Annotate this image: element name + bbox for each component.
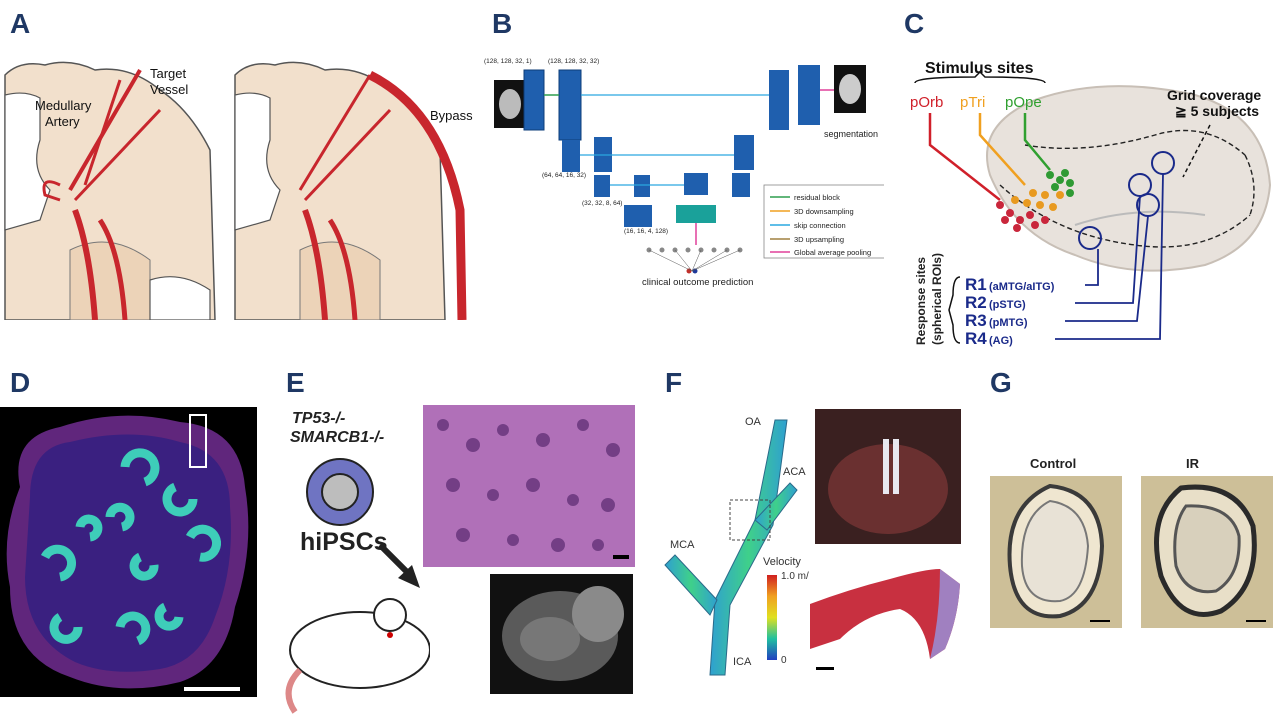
scale-bar	[184, 687, 240, 691]
roi-r3-id: R3	[965, 311, 987, 330]
ir-label: IR	[1186, 456, 1199, 471]
shape-level4: (16, 16, 4, 128)	[624, 228, 668, 235]
response-sites-label-2: (spherical ROIs)	[930, 253, 944, 345]
velocity-min: 0	[781, 655, 787, 666]
inset-box	[189, 414, 207, 468]
grid-coverage-label-2: ≧ 5 subjects	[1175, 103, 1259, 119]
panel-g-ir-image	[1141, 476, 1273, 628]
panel-label-e: E	[286, 367, 305, 398]
response-sites-label-1: Response sites	[914, 257, 928, 345]
prediction-label: clinical outcome prediction	[642, 277, 753, 288]
shape-level3: (32, 32, 8, 64)	[582, 200, 622, 207]
stimulus-sites-label: Stimulus sites	[925, 60, 1034, 77]
mouse-icon	[289, 611, 430, 689]
panel-label-b: B	[492, 8, 513, 39]
roi-r1-id: R1	[965, 275, 987, 294]
panel-label-g: G	[990, 367, 1012, 398]
panel-d-organoid-image	[0, 407, 257, 697]
roi-r4-id: R4	[965, 329, 987, 348]
roi-r4-name: (AG)	[989, 335, 1013, 347]
pTri-label: pTri	[960, 94, 985, 111]
vessel-ica: ICA	[733, 656, 752, 668]
panel-g-control-image	[990, 476, 1122, 628]
velocity-max: 1.0 m/	[781, 571, 809, 582]
shape-level1: (128, 128, 32, 32)	[548, 58, 599, 65]
panel-b-network-diagram: (128, 128, 32, 1) (128, 128, 32, 32) (64…	[484, 58, 884, 288]
panel-f-surgical-photo	[815, 409, 961, 544]
legend-downsampling: 3D downsampling	[794, 207, 854, 216]
roi-r2-id: R2	[965, 293, 987, 312]
vessel-oa: OA	[745, 416, 762, 428]
legend-residual: residual block	[794, 193, 840, 202]
panel-c-brain-diagram: Stimulus sites pOrb pTri pOpe Grid cover…	[910, 60, 1272, 348]
velocity-label: Velocity	[763, 556, 801, 568]
roi-r3-name: (pMTG)	[989, 317, 1028, 329]
shape-input: (128, 128, 32, 1)	[484, 58, 532, 65]
control-label: Control	[1030, 456, 1077, 471]
target-vessel-label-1: Target	[150, 66, 187, 81]
target-vessel-label-2: Vessel	[150, 82, 188, 97]
vessel-aca: ACA	[783, 466, 806, 478]
grid-coverage-label-1: Grid coverage	[1167, 87, 1261, 103]
brain-section-right	[234, 61, 467, 320]
legend-pooling: Global average pooling	[794, 248, 871, 257]
shape-level2: (64, 64, 16, 32)	[542, 172, 586, 179]
medullary-label-2: Artery	[45, 114, 80, 129]
brain-section-left	[4, 61, 216, 320]
vessel-mca: MCA	[670, 539, 695, 551]
panel-label-c: C	[904, 8, 925, 39]
hipscs-label: hiPSCs	[300, 528, 388, 556]
bypass-label: Bypass	[430, 108, 473, 123]
segmentation-label: segmentation	[824, 129, 878, 139]
genotype-label-1: TP53-/-	[292, 410, 346, 427]
panel-a-illustration: Target Vessel Medullary Artery Bypass	[4, 61, 473, 320]
genotype-label-2: SMARCB1-/-	[290, 429, 385, 446]
panel-e-mri-image	[490, 574, 633, 694]
medullary-label-1: Medullary	[35, 98, 92, 113]
panel-e-histology-image	[423, 405, 635, 567]
panel-f-vessel-section	[810, 549, 962, 684]
pOpe-label: pOpe	[1005, 94, 1042, 111]
panel-e-illustration	[285, 458, 430, 714]
legend-upsampling: 3D upsampling	[794, 235, 844, 244]
velocity-colorbar	[767, 575, 777, 660]
roi-r1-name: (aMTG/aITG)	[989, 281, 1055, 293]
panel-label-a: A	[10, 8, 31, 39]
roi-r2-name: (pSTG)	[989, 299, 1026, 311]
panel-label-d: D	[10, 367, 31, 398]
panel-label-f: F	[665, 367, 683, 398]
pOrb-label: pOrb	[910, 94, 943, 111]
legend-skip: skip connection	[794, 221, 846, 230]
panel-f-vessel-model: OA ACA MCA ICA Velocity 1.0 m/ 0	[664, 416, 809, 676]
